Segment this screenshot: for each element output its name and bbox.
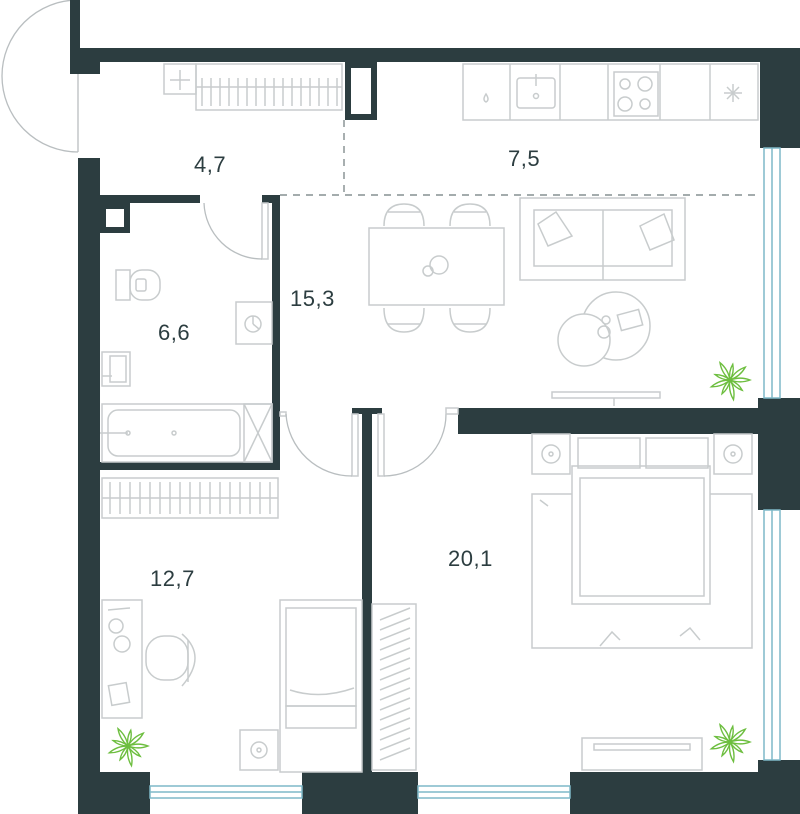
bathtub xyxy=(100,403,273,463)
svg-text:20,1: 20,1 xyxy=(448,546,493,571)
svg-text:12,7: 12,7 xyxy=(150,566,195,591)
bedside-tables xyxy=(531,433,753,475)
plant-icon xyxy=(709,361,752,402)
svg-text:7,5: 7,5 xyxy=(508,146,540,171)
bedroom-wardrobe-hatch xyxy=(379,607,411,761)
svg-text:4,7: 4,7 xyxy=(194,152,226,177)
toilet xyxy=(115,269,161,301)
walls xyxy=(78,48,800,814)
plant-icon xyxy=(107,727,150,768)
hallway-area-label: 4,7 xyxy=(194,152,226,177)
bedroom-tv-stand xyxy=(581,737,703,771)
sofa xyxy=(519,197,686,281)
bathroom-area-label: 6,6 xyxy=(158,320,190,345)
tv-stand xyxy=(551,391,661,406)
kids-wardrobe-hatch xyxy=(102,482,278,514)
zone-dividers xyxy=(280,120,758,196)
kids-area-label: 12,7 xyxy=(150,566,195,591)
desk xyxy=(101,599,143,719)
coffee-tables xyxy=(557,291,651,367)
dining-chairs xyxy=(383,203,491,333)
svg-text:6,6: 6,6 xyxy=(158,320,190,345)
bedroom-area-label: 20,1 xyxy=(448,546,493,571)
windows xyxy=(149,147,781,799)
wardrobe-hatch xyxy=(196,78,342,106)
washing-machine xyxy=(235,301,273,345)
plant-icon xyxy=(709,723,752,764)
dining-table xyxy=(368,227,505,306)
entrance-door xyxy=(1,0,80,153)
doors xyxy=(203,202,459,477)
kitchen-counter xyxy=(462,63,759,121)
plants xyxy=(107,361,752,768)
bathroom-sink xyxy=(101,351,131,387)
kitchen-area-label: 7,5 xyxy=(508,146,540,171)
double-bed xyxy=(571,437,711,605)
living-area-label: 15,3 xyxy=(290,286,335,311)
desk-chair xyxy=(145,633,196,687)
bedroom-wardrobe xyxy=(371,603,417,771)
nightstand-kids xyxy=(239,729,279,771)
svg-text:15,3: 15,3 xyxy=(290,286,335,311)
kids-bed xyxy=(279,599,363,773)
